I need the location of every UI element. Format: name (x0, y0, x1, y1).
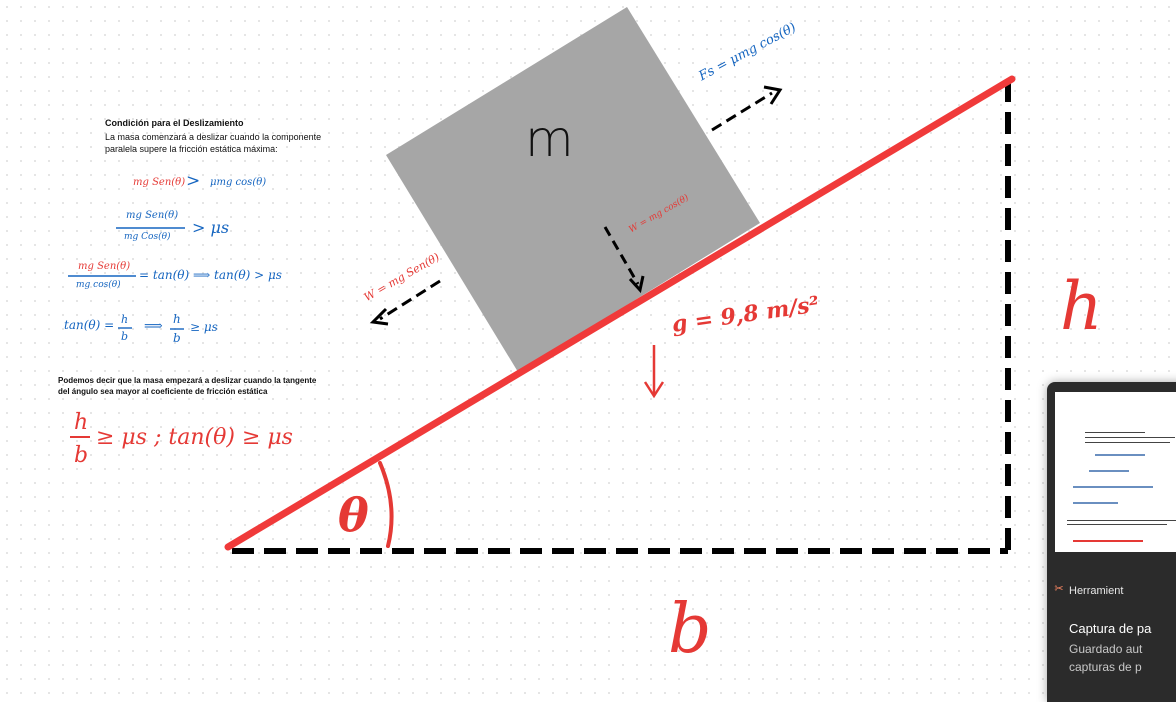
notification-app-name: Herramient (1069, 585, 1124, 597)
notification-thumbnail[interactable] (1055, 392, 1176, 552)
eq4-rhs: ≥ μs (190, 320, 218, 334)
notification-body-line-1: Guardado aut (1069, 642, 1143, 656)
mass-label: m (525, 110, 574, 168)
eq4-implies: ⟹ (144, 319, 163, 334)
eq1-left: mg Sen(θ) (133, 177, 186, 188)
angle-label: θ (338, 488, 369, 542)
friction-arrow-head (763, 85, 783, 105)
normal-arrow (603, 226, 640, 285)
notification-body-line-2: capturas de p (1069, 660, 1142, 674)
result-frac-den: b (74, 443, 89, 468)
parallel-arrow-head (369, 307, 389, 326)
conclusion-line-2: del ángulo sea mayor al coeficiente de f… (58, 387, 268, 396)
result-text: ≥ μs ; tan(θ) ≥ μs (96, 425, 293, 450)
notification-body: Guardado aut capturas de p (1069, 640, 1142, 676)
eq2-rhs: > μs (192, 218, 230, 237)
conclusion-line-1: Podemos decir que la masa empezará a des… (58, 376, 317, 385)
mass-block (386, 7, 760, 372)
parallel-arrow (379, 279, 441, 321)
eq3-numerator: mg Sen(θ) (78, 261, 131, 272)
eq4-frac2-num: h (173, 312, 181, 326)
notification-title: Captura de pa (1069, 621, 1152, 636)
result-frac-num: h (74, 410, 89, 435)
eq2-denominator: mg Cos(θ) (124, 232, 171, 242)
friction-arrow (711, 91, 773, 132)
height-label: h (1060, 268, 1103, 345)
normal-arrow-head (628, 275, 645, 294)
eq4-frac1-den: b (121, 330, 129, 343)
explanation-line-2: paralela supere la fricción estática máx… (105, 144, 278, 154)
eq3-denominator: mg cos(θ) (76, 280, 121, 290)
eq3-rhs: = tan(θ) ⟹ tan(θ) > μs (139, 268, 282, 282)
slide-condition-heading: Condición para el Deslizamiento (105, 118, 244, 128)
explanation-line-1: La masa comenzará a deslizar cuando la c… (105, 132, 322, 142)
eq2-numerator: mg Sen(θ) (126, 210, 179, 221)
angle-arc (378, 461, 394, 548)
eq4-lhs: tan(θ) = (64, 318, 115, 332)
eq4-frac1-num: h (121, 313, 129, 326)
base-label: b (668, 590, 712, 669)
screenshot-notification[interactable]: ✂ Herramient Captura de pa Guardado aut … (1047, 382, 1176, 702)
eq4-frac2-den: b (173, 331, 181, 345)
snipping-tool-icon: ✂ (1054, 583, 1064, 595)
eq1-operator: > (186, 171, 201, 191)
eq1-right: μmg cos(θ) (210, 177, 267, 188)
incline-line (224, 75, 1016, 551)
gravity-arrow-head (643, 381, 665, 399)
